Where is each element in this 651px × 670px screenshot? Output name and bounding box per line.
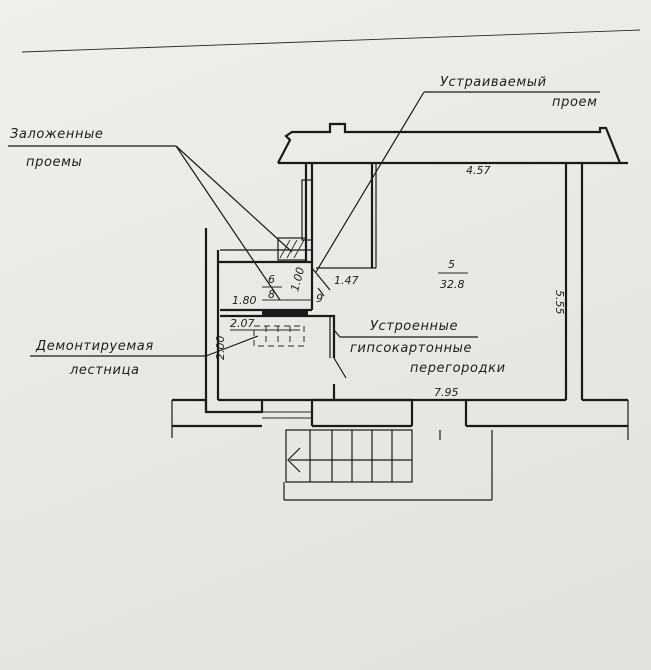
leader-lines xyxy=(8,91,600,357)
dim-top-width: 4.57 xyxy=(466,164,491,177)
label-blocked-openings-2: проемы xyxy=(26,155,82,170)
bottom-wall xyxy=(171,398,628,438)
leader-blocked-2 xyxy=(175,145,281,301)
room-6-area: 8 xyxy=(268,288,275,301)
room-5-number: 5 xyxy=(448,258,455,271)
dim-bottom-width: 7.95 xyxy=(434,386,459,399)
corridor-walls xyxy=(220,163,377,269)
label-partitions-2: гипсокартонные xyxy=(350,341,472,356)
label-demolished-stair-1: Демонтируемая xyxy=(35,339,154,354)
door-swing xyxy=(311,267,331,297)
dim-small-width: 1.47 xyxy=(334,274,359,287)
label-demolished-stair-2: лестница xyxy=(69,363,140,378)
leader-stair xyxy=(205,335,259,357)
label-blocked-openings-1: Заложенные xyxy=(10,127,104,142)
top-exterior-wall xyxy=(277,122,628,165)
partition-hatch xyxy=(262,309,308,315)
dim-vestibule-width: 1.00 xyxy=(288,266,307,293)
label-opened-opening-1: Устраиваемый xyxy=(440,75,547,90)
room-9-number: 9 xyxy=(316,292,323,305)
small-rooms xyxy=(218,260,314,318)
sheet-top-border xyxy=(21,29,641,53)
label-partitions-1: Устроенные xyxy=(370,319,458,334)
label-opened-opening-2: проем xyxy=(552,95,598,110)
leader-blocked-1 xyxy=(175,145,293,253)
dim-stair-length: 2.07 xyxy=(230,317,255,330)
dim-stair-width: 1.80 xyxy=(232,294,257,307)
blocked-openings xyxy=(277,179,313,261)
right-wall xyxy=(564,163,629,440)
dim-right-height: 5.55 xyxy=(553,290,566,315)
drywall-partitions xyxy=(312,314,347,400)
room-5-area: 32.8 xyxy=(440,278,465,291)
room-6-number: 6 xyxy=(268,273,275,286)
demolished-stair xyxy=(253,325,305,347)
dim-left-height: 2.00 xyxy=(214,336,227,361)
leader-partitions xyxy=(333,329,341,338)
entrance-steps xyxy=(283,429,493,501)
leader-opened xyxy=(315,91,425,273)
label-partitions-3: перегородки xyxy=(410,361,506,376)
